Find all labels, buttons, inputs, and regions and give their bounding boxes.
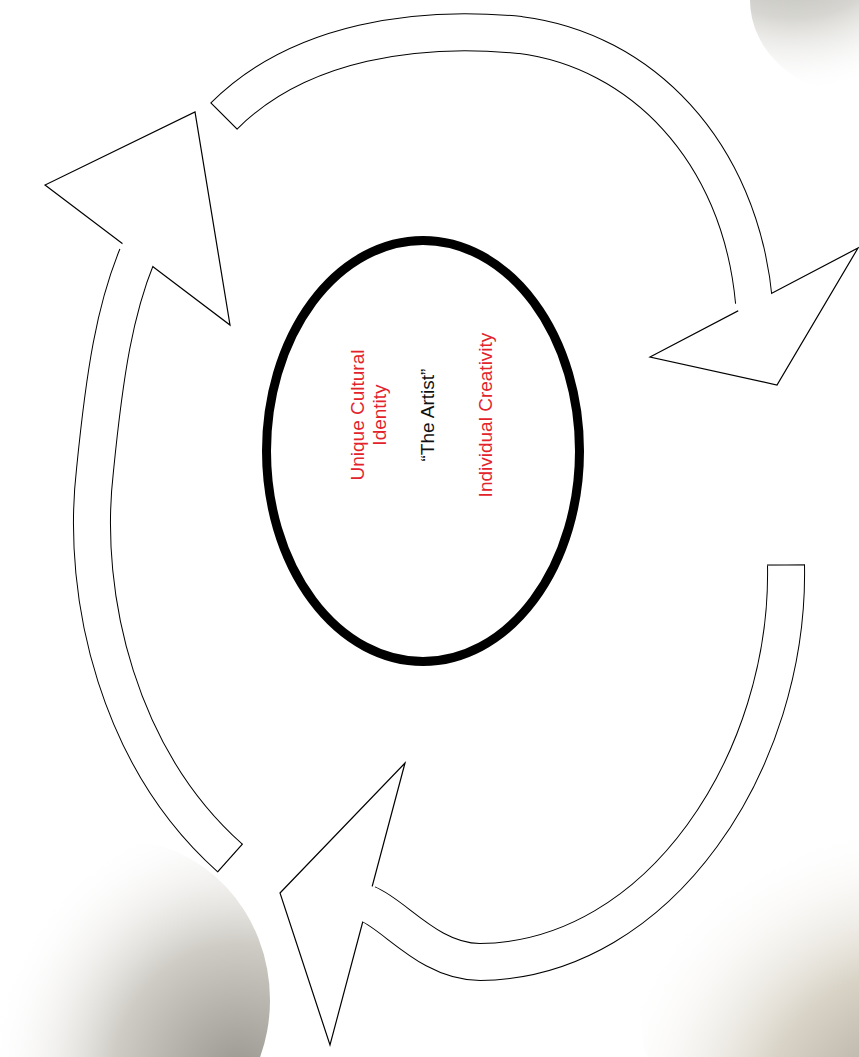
cycle-arrow-body xyxy=(348,565,786,962)
central-ellipse: Unique Cultural Identity “The Artist” Indi… xyxy=(262,236,584,666)
arrow-tail xyxy=(767,564,805,565)
cycle-arrow-body xyxy=(92,238,230,858)
arrow-tail xyxy=(217,844,242,872)
corner-photo xyxy=(750,0,859,95)
artist-label: “The Artist” xyxy=(417,300,439,530)
cycle-arrow-body xyxy=(368,565,786,962)
ellipse-border xyxy=(267,241,580,662)
arrow-tail xyxy=(211,103,238,130)
corner-photo xyxy=(0,840,270,1057)
cycle-arrow-tails xyxy=(211,103,805,873)
quality-label: Individual Creativity xyxy=(475,300,497,530)
cycle-arrow-body xyxy=(224,32,762,320)
text-group: Unique Cultural Identity “The Artist” Indi… xyxy=(347,300,497,530)
quality-label: Unique Cultural Identity xyxy=(347,335,391,495)
cycle-arrow-fill xyxy=(92,32,786,962)
